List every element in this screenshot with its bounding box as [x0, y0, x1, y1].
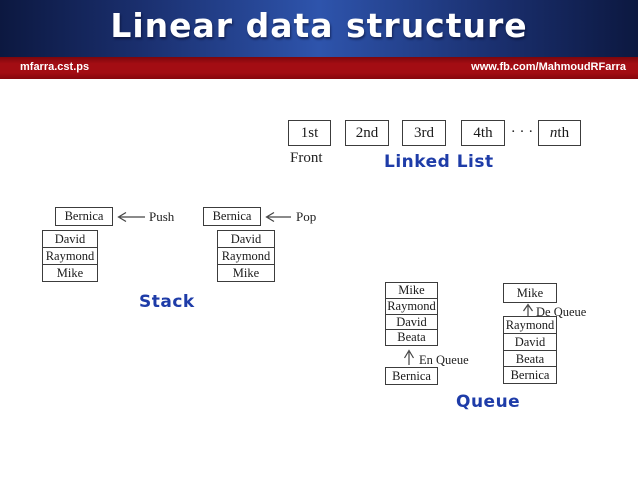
nth-suffix: th: [557, 125, 570, 141]
stack-pop-top-item: Bernica: [203, 207, 261, 226]
queue-caption: Queue: [456, 392, 521, 412]
footer-bar: mfarra.cst.ps www.fb.com/MahmoudRFarra: [0, 57, 638, 79]
push-arrow-icon: [116, 211, 146, 223]
queue-item: Beata: [385, 329, 438, 347]
queue-item: Bernica: [503, 366, 557, 385]
front-label: Front: [290, 150, 323, 166]
queue-item: Beata: [503, 349, 557, 368]
queue-item: David: [503, 332, 557, 351]
stack-item: Raymond: [217, 246, 275, 265]
enqueue-label: En Queue: [419, 353, 469, 367]
stack-pop-stack: David Raymond Mike: [217, 230, 275, 282]
linked-list-node-1: 1st: [288, 120, 331, 146]
linked-list-ellipsis: · · ·: [510, 124, 534, 140]
queue-incoming-item: Bernica: [385, 367, 438, 385]
linked-list-node-n: nth: [538, 120, 581, 146]
queue-item: Raymond: [503, 316, 557, 334]
pop-arrow-icon: [264, 211, 292, 223]
dequeue-arrow-icon: [522, 303, 534, 317]
stack-caption: Stack: [139, 292, 195, 312]
queue-outgoing-item: Mike: [503, 283, 557, 303]
enqueue-arrow-icon: [403, 349, 415, 366]
queue-item: Mike: [385, 282, 438, 299]
linked-list-caption: Linked List: [384, 152, 494, 172]
stack-push-top-item: Bernica: [55, 207, 113, 226]
pop-label: Pop: [296, 209, 317, 224]
page-title: Linear data structure: [110, 6, 528, 45]
queue-item: Raymond: [385, 297, 438, 315]
slide-header: Linear data structure: [0, 0, 638, 57]
linked-list-node-3: 3rd: [402, 120, 446, 146]
dequeue-label: De Queue: [536, 305, 587, 319]
stack-item: Raymond: [42, 246, 98, 265]
queue-dequeue-stack: Raymond David Beata Bernica: [503, 316, 557, 385]
stack-item: Mike: [217, 263, 275, 282]
push-label: Push: [149, 209, 175, 224]
stack-item: Mike: [42, 263, 98, 282]
linked-list-node-4: 4th: [461, 120, 505, 146]
site-url-left: mfarra.cst.ps: [20, 61, 90, 73]
nth-italic-n: n: [549, 125, 558, 141]
stack-item: David: [42, 230, 98, 248]
queue-enqueue-stack: Mike Raymond David Beata: [385, 282, 438, 347]
facebook-url-right: www.fb.com/MahmoudRFarra: [471, 61, 626, 73]
queue-item: David: [385, 313, 438, 331]
stack-push-stack: David Raymond Mike: [42, 230, 98, 282]
stack-item: David: [217, 230, 275, 248]
linked-list-node-2: 2nd: [345, 120, 389, 146]
